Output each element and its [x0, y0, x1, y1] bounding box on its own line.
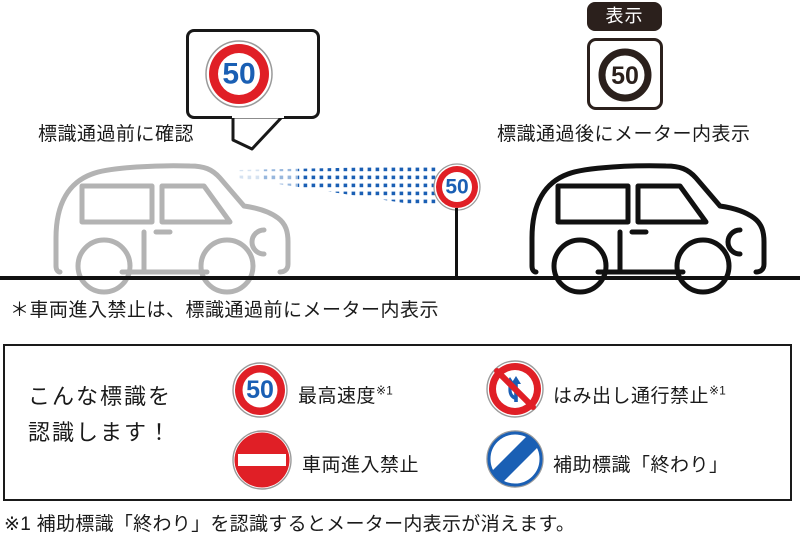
panel-sign-0-value: 50 — [246, 376, 274, 404]
panel-sign-1-label-group: はみ出し通行禁止※1 — [553, 381, 726, 408]
panel-sign-3-label: 補助標識「終わり」 — [553, 455, 729, 476]
meter-speed-limit-icon: 50 — [598, 48, 652, 102]
panel-sign-0-label: 最高速度 — [298, 386, 377, 407]
no-overtaking-sign-icon — [486, 360, 544, 418]
panel-title: こんな標識を 認識します！ — [28, 379, 172, 451]
footnote-text: ※1 補助標識「終わり」を認識するとメーター内表示が消えます。 — [4, 514, 576, 535]
bubble-sign-value: 50 — [222, 58, 255, 91]
roadside-speed-limit-sign-icon: 50 — [433, 163, 481, 211]
sensor-beam-icon — [238, 166, 438, 208]
speed-limit-50-sign-icon: 50 — [232, 362, 288, 418]
panel-sign-0-footnote-mark: ※1 — [376, 383, 393, 398]
panel-sign-2-label-group: 車両進入禁止 — [302, 450, 419, 477]
caption-after: 標識通過後にメーター内表示 — [497, 124, 751, 145]
panel-title-line2: 認識します！ — [28, 420, 173, 445]
recognized-signs-panel — [3, 344, 792, 501]
end-of-restriction-sign-icon — [486, 430, 544, 488]
roadside-sign-value: 50 — [445, 176, 468, 199]
note-text: ＊車両進入禁止は、標識通過前にメーター内表示 — [10, 300, 440, 321]
display-badge: 表示 — [587, 2, 662, 31]
meter-sign-value: 50 — [611, 62, 639, 90]
car-before-icon — [53, 163, 291, 295]
car-after-icon — [529, 163, 767, 295]
sign-post — [455, 208, 458, 278]
panel-sign-1-label: はみ出し通行禁止 — [553, 386, 710, 407]
panel-sign-1-footnote-mark: ※1 — [709, 383, 726, 398]
panel-title-line1: こんな標識を — [28, 384, 173, 409]
speech-bubble-tail-icon — [231, 112, 284, 151]
panel-sign-0-label-group: 最高速度※1 — [298, 381, 393, 408]
road-line — [0, 276, 800, 280]
panel-sign-2-label: 車両進入禁止 — [302, 455, 420, 476]
panel-sign-3-label-group: 補助標識「終わり」 — [553, 450, 729, 477]
speed-limit-sign-bubble-icon: 50 — [205, 40, 273, 108]
no-entry-sign-icon — [232, 430, 292, 490]
caption-before: 標識通過前に確認 — [38, 124, 195, 145]
